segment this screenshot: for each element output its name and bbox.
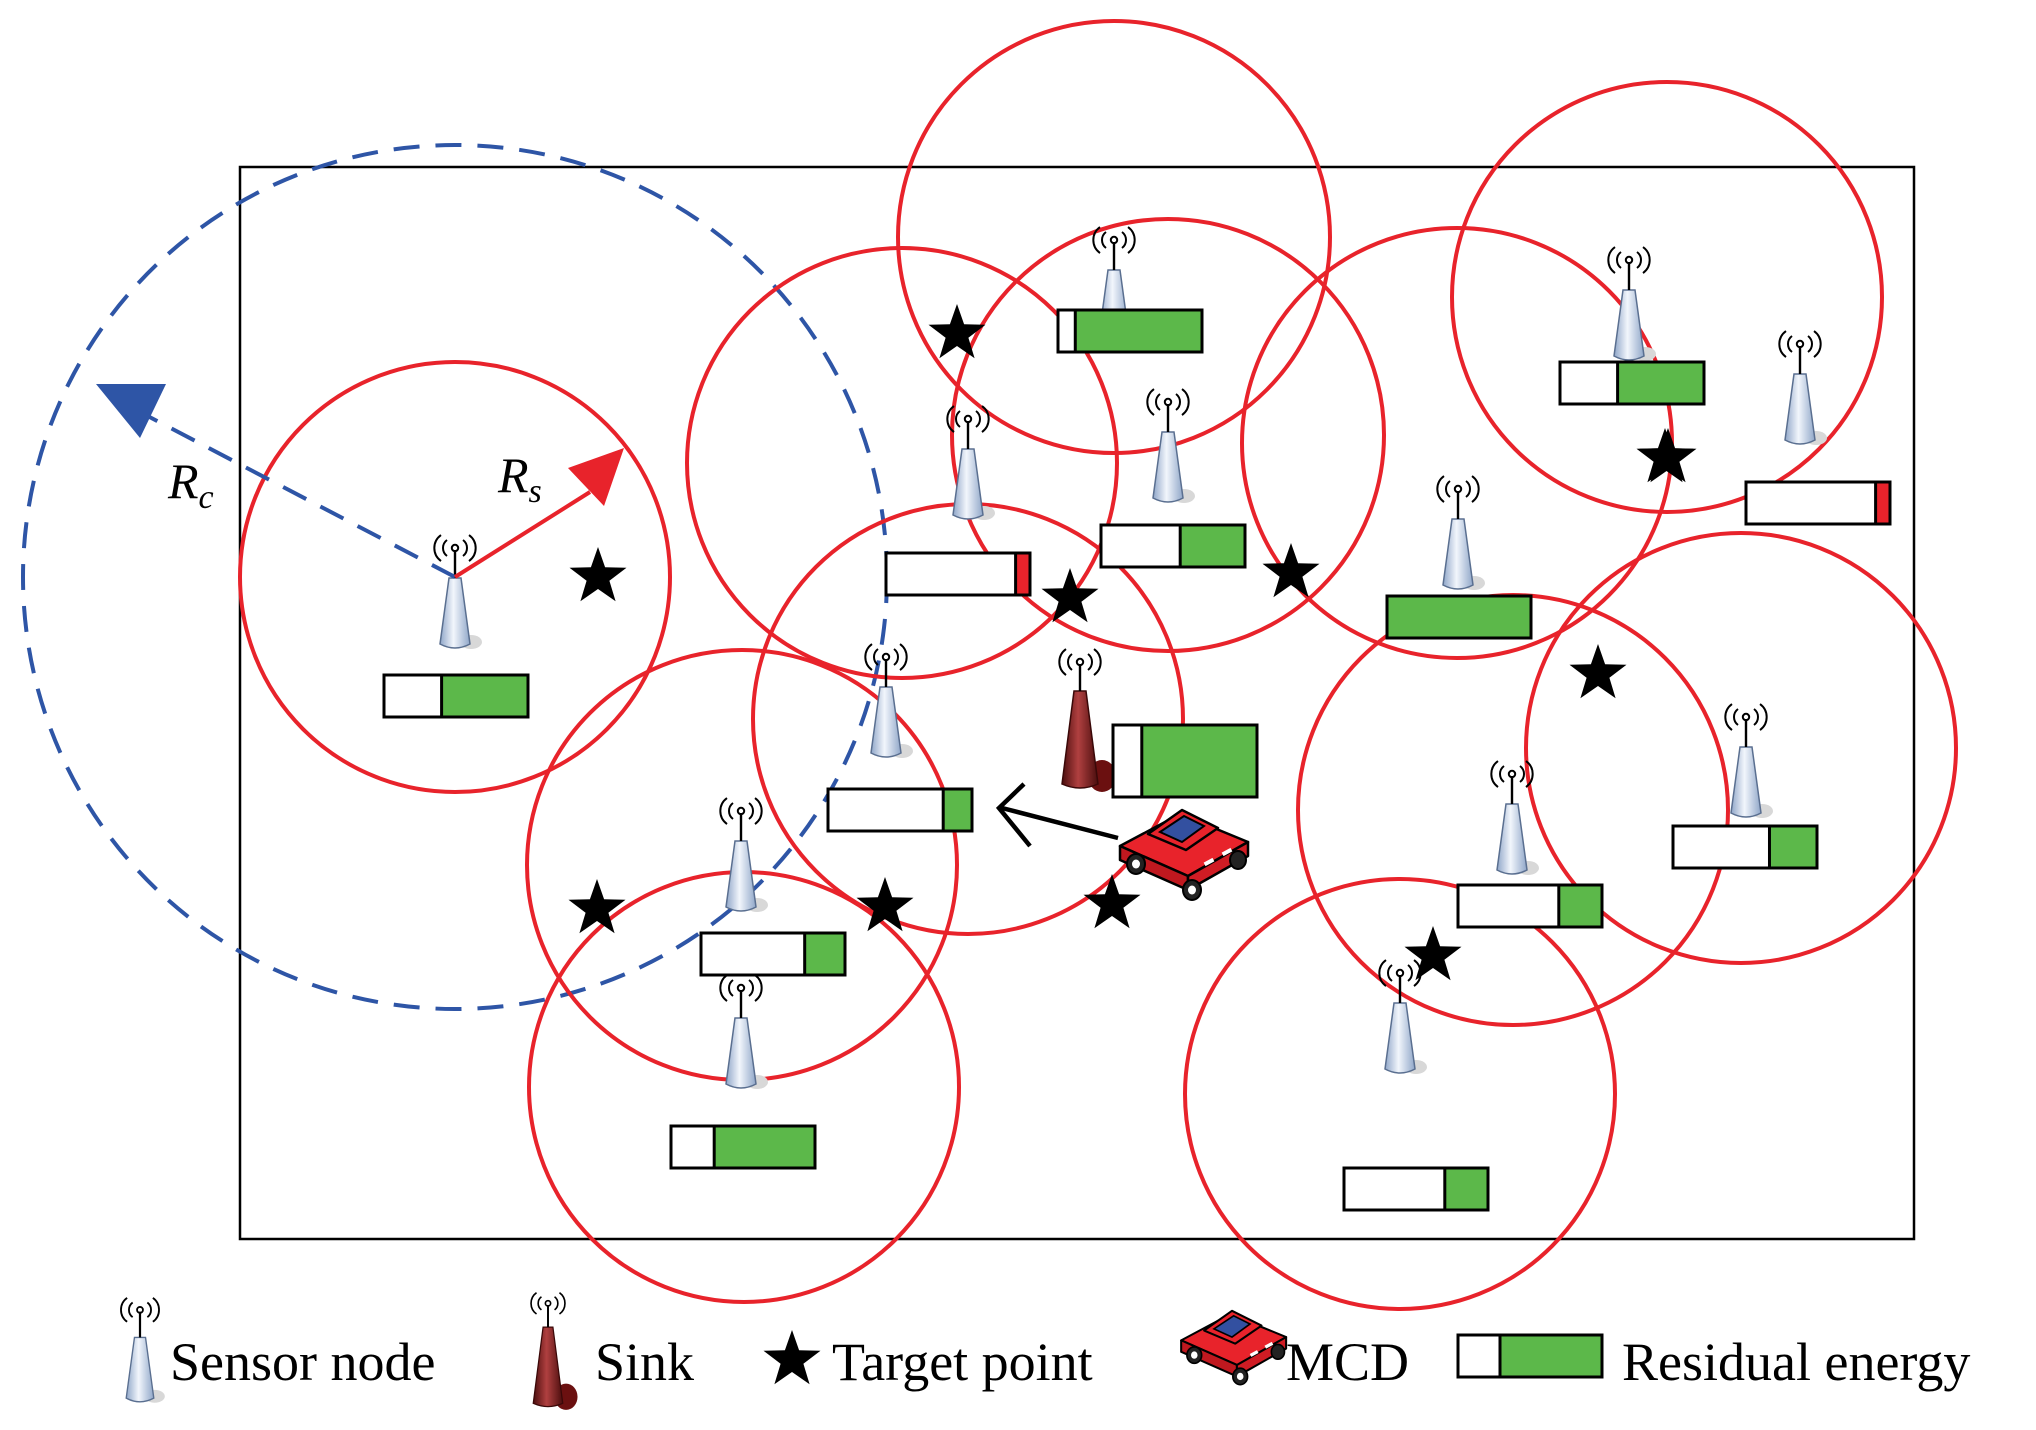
- sensor-node: [669, 973, 817, 1170]
- sensing-range-circles: [238, 19, 1958, 1311]
- energy-bar-fill: [712, 1124, 817, 1170]
- target-star-icon: [1636, 428, 1694, 483]
- legend-target-icon: [763, 1330, 821, 1385]
- sensor-node: [1558, 245, 1706, 406]
- legend-energy-icon: [1456, 1333, 1604, 1379]
- sensor-node-icon: [864, 642, 915, 760]
- sensing-circle: [685, 246, 1119, 680]
- target-star-icon: [568, 879, 626, 934]
- energy-bar-fill: [1073, 308, 1204, 354]
- sensor-node-icon: [1378, 958, 1429, 1076]
- sensor-node-icon: [1724, 702, 1775, 820]
- rs-arrowhead: [568, 448, 624, 506]
- energy-bar-fill: [440, 673, 530, 719]
- sensor-node-icon: [1490, 759, 1541, 877]
- legend-energy-label: Residual energy: [1622, 1332, 1970, 1392]
- legend-sink-icon: [530, 1291, 579, 1411]
- sensing-circle: [1524, 531, 1958, 965]
- mcd-direction-arrow: [1001, 805, 1119, 841]
- legend-sensor-icon: [119, 1296, 166, 1404]
- rc-radius-line: [139, 410, 456, 579]
- target-star-icon: [1083, 874, 1141, 929]
- rs-label-subscript: s: [529, 473, 542, 510]
- energy-bar-fill: [1443, 1166, 1490, 1212]
- sensor-node-icon: [1146, 387, 1197, 505]
- energy-bar-fill: [803, 931, 847, 977]
- sink-icon: [1058, 647, 1118, 794]
- rc-label: Rc: [167, 453, 214, 516]
- legend-mcd-icon: [1180, 1309, 1288, 1386]
- legend-mcd-label: MCD: [1286, 1332, 1409, 1392]
- sensor-node-icon: [1778, 329, 1829, 447]
- sensor-node: [1744, 329, 1892, 526]
- sensor-node: [1342, 958, 1490, 1212]
- sensor-node: [699, 796, 847, 977]
- sensor-node: [1456, 759, 1604, 929]
- sink-node: [1058, 647, 1259, 799]
- energy-bar-fill: [1767, 824, 1819, 870]
- sensing-circle: [238, 360, 672, 794]
- legend-sensor-label: Sensor node: [170, 1332, 435, 1392]
- mcd-group: [995, 782, 1250, 902]
- energy-bar-fill: [1616, 360, 1706, 406]
- sensor-node: [382, 533, 530, 719]
- energy-bar: [1744, 480, 1892, 526]
- rs-radius-line: [453, 490, 592, 579]
- sensing-circle: [950, 217, 1386, 653]
- sensor-node: [1056, 225, 1204, 354]
- rc-label-subscript: c: [199, 479, 214, 516]
- legend-sink-label: Sink: [595, 1332, 694, 1392]
- sensor-node-icon: [719, 973, 770, 1091]
- sensor-node-icon: [1436, 474, 1487, 592]
- target-star-icon: [1404, 926, 1462, 981]
- sink-energy-bar-fill: [1140, 723, 1259, 799]
- energy-bar-fill: [941, 787, 974, 833]
- sensor-node-icon: [433, 533, 484, 651]
- rc-arrowhead: [96, 384, 166, 438]
- energy-bar: [884, 551, 1032, 597]
- sensor-node: [884, 404, 1032, 597]
- sensor-node: [826, 642, 974, 833]
- mcd-car-icon: [1118, 808, 1250, 902]
- radius-annotations: Rc Rs: [96, 384, 624, 579]
- sensor-node: [1385, 474, 1533, 640]
- sensor-nodes: [382, 225, 1892, 1212]
- mcd-arrowhead: [995, 782, 1032, 848]
- legend: Sensor node Sink Target point MCD Residu…: [119, 1291, 1970, 1411]
- energy-bar-fill: [1557, 883, 1604, 929]
- sensing-circle: [1183, 877, 1617, 1311]
- sensing-circle: [1450, 80, 1884, 514]
- target-star-icon: [928, 304, 986, 359]
- energy-bar-fill: [1178, 523, 1247, 569]
- target-star-icon: [1569, 644, 1627, 699]
- sensor-node: [1671, 702, 1819, 870]
- energy-bar-fill: [1874, 480, 1892, 526]
- sensor-node: [1099, 387, 1247, 569]
- deployment-region: [238, 165, 1916, 1241]
- energy-bar-fill: [1014, 551, 1032, 597]
- legend-target-label: Target point: [832, 1332, 1093, 1392]
- rs-label: Rs: [497, 447, 542, 510]
- target-star-icon: [569, 547, 627, 602]
- energy-bar-fill: [1385, 594, 1533, 640]
- sensing-circle: [896, 19, 1332, 455]
- sensor-node-icon: [719, 796, 770, 914]
